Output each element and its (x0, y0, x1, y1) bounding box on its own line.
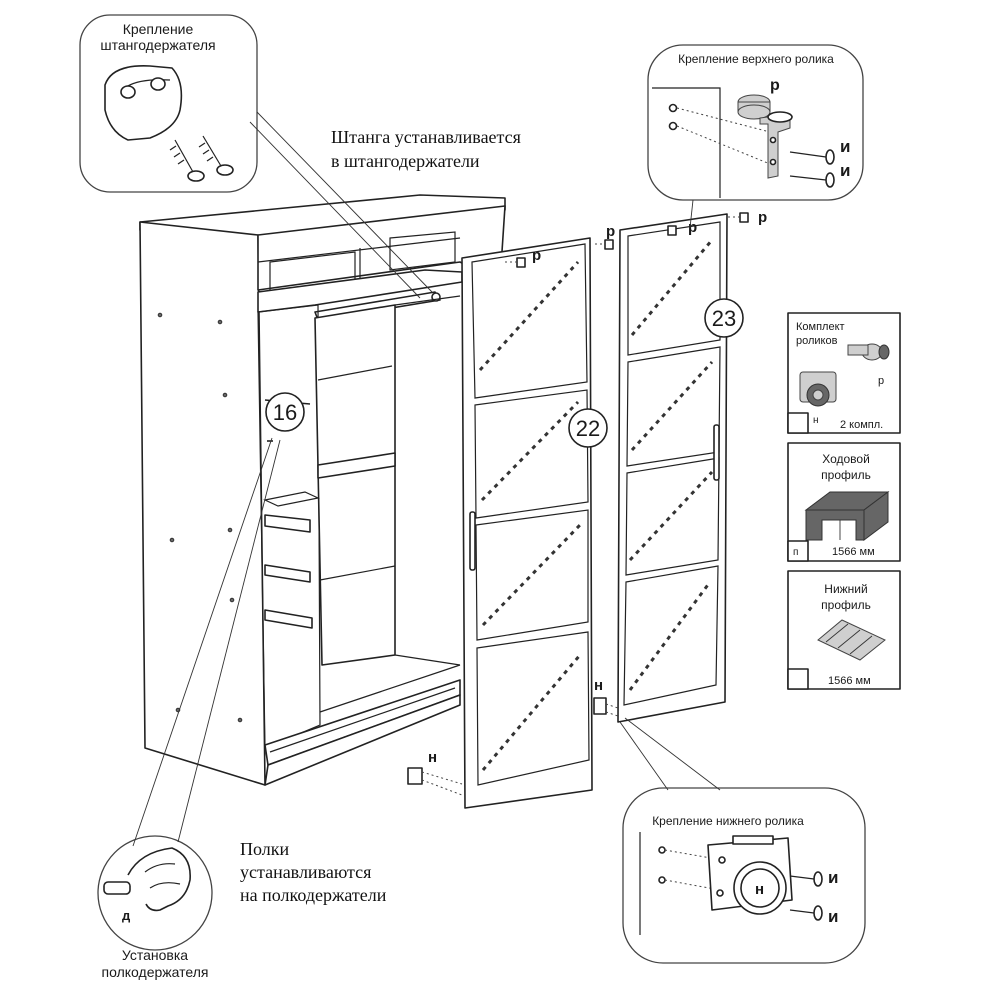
callout-rod-holder-mount: Крепление штангодержателя (79, 14, 433, 299)
part-card-rollers: Комплект роликов р н 2 компл. (787, 312, 901, 434)
door-23-handle (713, 424, 720, 481)
shelf-note-line2: устанавливаются (240, 862, 371, 882)
shelf-note-line3: на полкодержатели (240, 885, 387, 905)
screw-icon (198, 135, 234, 176)
roller-r-mid (604, 239, 614, 250)
part-number-16: 16 (265, 392, 305, 432)
shelf-holder-label-line2: полкодержателя (102, 964, 209, 980)
part-card-running-profile: Ходовой профиль п 1566 мм (787, 442, 901, 562)
svg-text:и: и (828, 907, 838, 926)
wardrobe-carcass (139, 194, 506, 786)
letter-n-1: н (428, 749, 437, 766)
roller-r-door23 (667, 225, 677, 236)
rod-note-line2: в штангодержатели (331, 151, 480, 171)
svg-text:н: н (755, 881, 764, 898)
svg-text:Ходовой: Ходовой (822, 452, 870, 466)
svg-text:и: и (840, 137, 850, 156)
shelf-1 (264, 514, 311, 533)
part-number-22: 22 (568, 408, 608, 448)
screw-icon (813, 905, 823, 921)
middle-divider (314, 304, 396, 666)
screw-icon (825, 149, 835, 165)
svg-text:профиль: профиль (821, 598, 871, 612)
svg-text:р: р (878, 375, 884, 387)
bottom-roller-door22 (407, 767, 423, 785)
rod-note-line1: Штанга устанавливается (331, 127, 521, 147)
letter-r: р (770, 77, 780, 94)
svg-text:штангодержателя: штангодержателя (100, 37, 215, 53)
svg-text:Нижний: Нижний (824, 582, 867, 596)
svg-text:Комплект: Комплект (796, 321, 845, 333)
svg-text:д: д (122, 908, 131, 923)
svg-text:1566 мм: 1566 мм (828, 675, 871, 687)
door-hardware (407, 212, 749, 796)
door-22 (461, 237, 593, 809)
shelf-3 (264, 609, 313, 629)
shelf-pin (103, 881, 131, 895)
svg-text:профиль: профиль (821, 468, 871, 482)
letter-r-4: р (758, 209, 767, 226)
part-card-bottom-profile: Нижний профиль 1566 мм (787, 570, 901, 690)
svg-text:22: 22 (576, 416, 600, 441)
callout-bottom-roller-mount: Крепление нижнего ролика н и и (619, 717, 866, 964)
side-panel-dots (157, 312, 243, 723)
letter-r-3: р (688, 219, 697, 236)
door-23 (617, 213, 728, 723)
svg-text:и: и (840, 161, 850, 180)
svg-text:16: 16 (273, 400, 297, 425)
letter-n-2: н (594, 677, 603, 694)
shelf-note-line1: Полки (240, 839, 289, 859)
callout-shelf-holder-install: д (97, 437, 281, 951)
shelf-2 (264, 564, 311, 583)
left-side-panel (139, 221, 266, 786)
svg-text:н: н (813, 415, 819, 426)
svg-text:п: п (793, 547, 798, 558)
shelf-holder-label-line1: Установка (122, 947, 188, 963)
svg-text:1566 мм: 1566 мм (832, 546, 875, 558)
svg-text:Крепление: Крепление (123, 21, 194, 37)
letter-r-1: р (532, 247, 541, 264)
part-number-23: 23 (704, 298, 744, 338)
bottom-roller-door23 (593, 697, 607, 715)
screw-icon (825, 172, 835, 188)
roller-r-door22 (516, 257, 526, 268)
svg-text:23: 23 (712, 306, 736, 331)
door-22-handle (469, 511, 476, 571)
screw-icon (813, 871, 823, 887)
roller-r-right (739, 212, 749, 223)
svg-text:Крепление верхнего ролика: Крепление верхнего ролика (678, 52, 834, 66)
svg-text:2 компл.: 2 компл. (840, 419, 883, 431)
svg-text:Крепление нижнего ролика: Крепление нижнего ролика (652, 814, 804, 828)
letter-r-2: р (606, 223, 615, 240)
screw-icon (169, 139, 205, 182)
svg-text:и: и (828, 868, 838, 887)
svg-text:роликов: роликов (796, 335, 838, 347)
callout-top-roller-mount: Крепление верхнего ролика р и и (647, 44, 864, 229)
